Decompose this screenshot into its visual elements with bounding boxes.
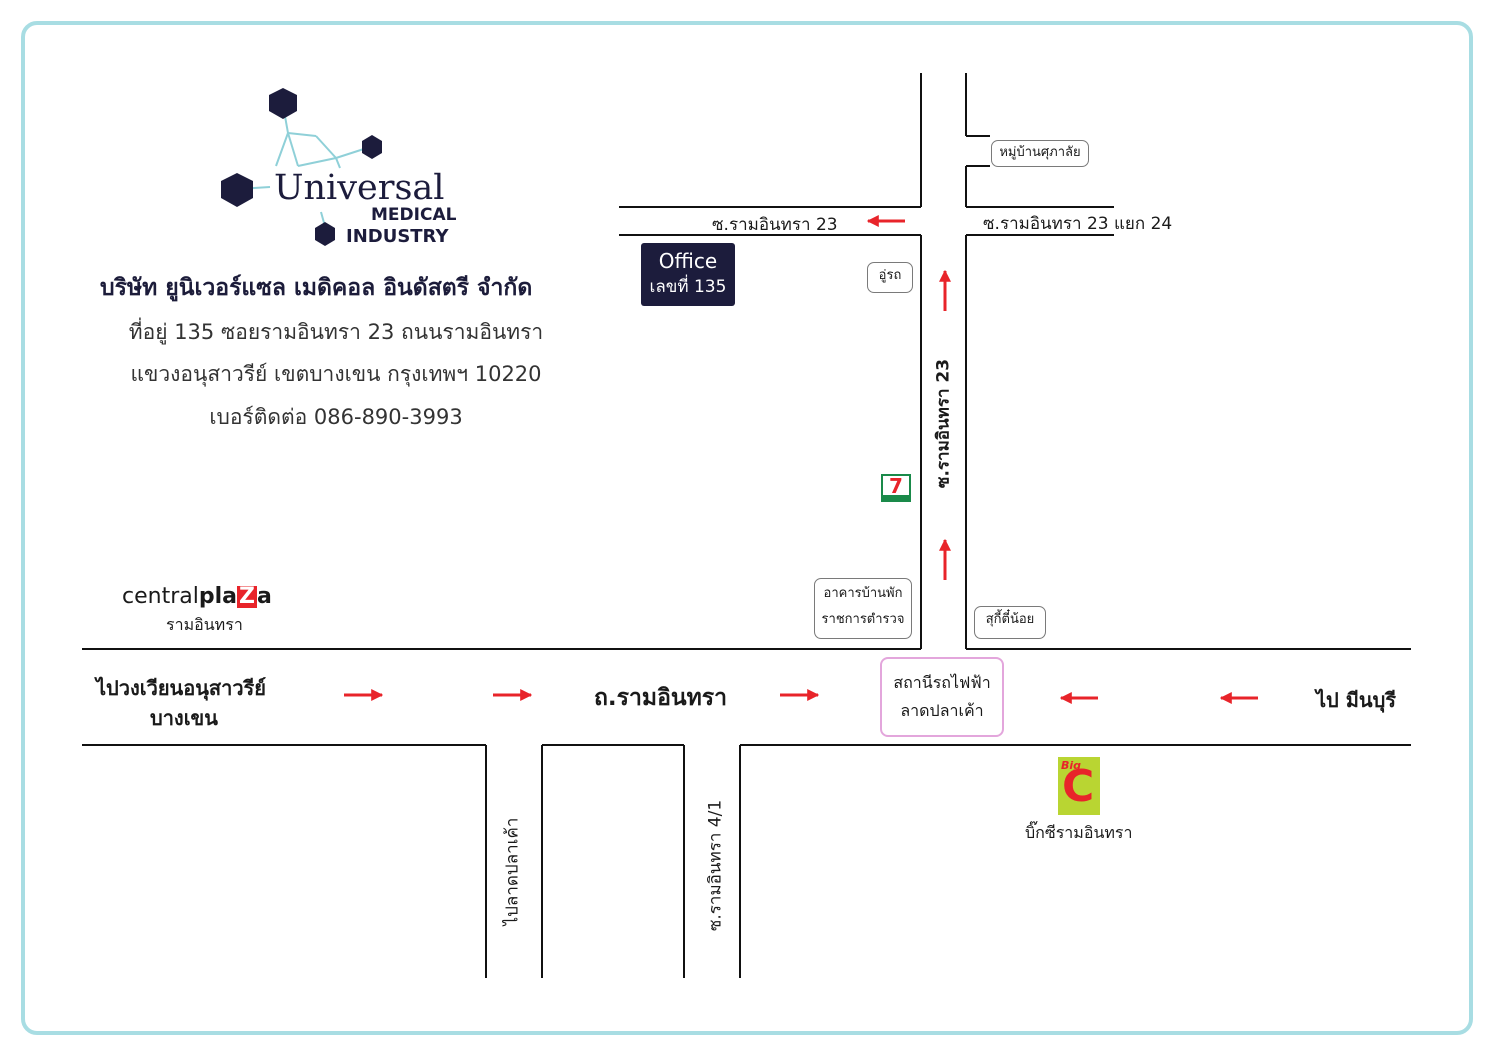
landmark-village: หมู่บ้านศุภาลัย <box>991 140 1089 167</box>
road-label-main: ถ.รามอินทรา <box>594 685 728 711</box>
road-label-to-anusawari: ไปวงเวียนอนุสาวรีย์ <box>96 676 267 700</box>
police-housing-line-1: อาคารบ้านพัก <box>823 586 903 601</box>
landmark-garage: อู่รถ <box>867 262 913 293</box>
address-line-1: ที่อยู่ 135 ซอยรามอินทรา 23 ถนนรามอินทรา <box>128 320 544 344</box>
seven-eleven-logo: 7 <box>881 474 911 502</box>
plaza-text: pla <box>198 584 237 609</box>
address-line-2: แขวงอนุสาวรีย์ เขตบางเขน กรุงเทพฯ 10220 <box>130 362 542 386</box>
plaza-a-text: a <box>256 584 272 609</box>
logo-industry: INDUSTRY <box>346 226 449 247</box>
hexagon-icon <box>362 135 382 159</box>
logo-universal: Universal <box>274 168 445 208</box>
hexagon-icon <box>269 88 297 119</box>
road-label-bang-khen: บางเขน <box>150 706 218 730</box>
office-marker: Office เลขที่ 135 <box>641 243 735 306</box>
bts-station-box: สถานีรถไฟฟ้า ลาดปลาเค้า <box>880 657 1004 737</box>
road-lines <box>82 73 1411 978</box>
bigc-logo: Big C <box>1058 757 1100 815</box>
bigc-label: บิ๊กซีรามอินทรา <box>1025 823 1133 842</box>
central-text: central <box>122 584 199 609</box>
station-line-2: ลาดปลาเค้า <box>900 701 984 720</box>
police-housing-line-2: ราชการตำรวจ <box>821 612 905 627</box>
road-label-soi23-west: ซ.รามอินทรา 23 <box>712 215 838 235</box>
central-plaza-logo: centralplaZa <box>122 584 272 610</box>
direction-arrows <box>344 215 1258 704</box>
road-label-soi23-vertical: ซ.รามอินทรา 23 <box>933 358 954 489</box>
company-name: บริษัท ยูนิเวอร์แซล เมดิคอล อินดัสตรี จำ… <box>100 275 533 301</box>
road-label-soi4-1: ซ.รามอินทรา 4/1 <box>705 799 726 932</box>
phone-number: เบอร์ติดต่อ 086-890-3993 <box>209 405 463 429</box>
plaza-z-mark: Z <box>236 584 257 609</box>
road-label-soi23-yaek24: ซ.รามอินทรา 23 แยก 24 <box>983 214 1173 234</box>
office-number: เลขที่ 135 <box>649 277 727 297</box>
central-plaza-sublabel: รามอินทรา <box>166 615 243 634</box>
bigc-big-text: Big <box>1061 759 1082 772</box>
map-frame <box>21 21 1473 1035</box>
logo-medical: MEDICAL <box>371 205 457 225</box>
hexagon-icon <box>315 222 335 246</box>
company-logo-graphic <box>221 88 382 246</box>
landmark-suki: สุกี้ตี๋น้อย <box>974 606 1046 639</box>
bigc-c-text: C <box>1062 761 1095 812</box>
hexagon-icon <box>221 173 253 207</box>
road-label-to-min-buri: ไป มีนบุรี <box>1316 688 1397 712</box>
station-line-1: สถานีรถไฟฟ้า <box>893 673 991 692</box>
road-label-lad-pla-khao: ไปลาดปลาเค้า <box>502 817 523 926</box>
seven-eleven-number: 7 <box>889 474 903 498</box>
landmark-police-housing: อาคารบ้านพัก ราชการตำรวจ <box>814 578 912 639</box>
office-label: Office <box>658 249 718 273</box>
